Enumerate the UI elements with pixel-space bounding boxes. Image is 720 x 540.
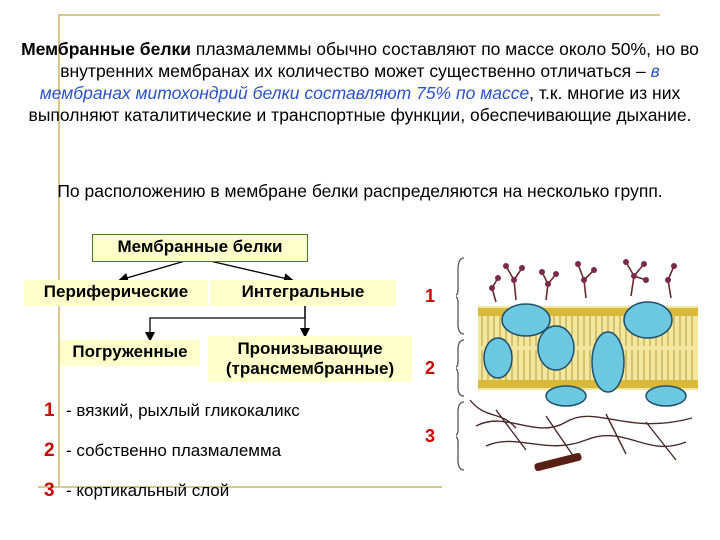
groups-paragraph: По расположению в мембране белки распред… xyxy=(57,181,663,201)
legend-text-2: - собственно плазмалемма xyxy=(66,441,282,460)
glycocalyx-beads xyxy=(489,259,677,291)
legend-text-1: - вязкий, рыхлый гликокаликс xyxy=(66,401,300,420)
protein-1 xyxy=(501,303,551,337)
legend-number-1: 1 xyxy=(44,400,55,421)
intro-part-a: плазмалеммы обычно составляют по массе о… xyxy=(60,39,699,81)
membrane-proteins xyxy=(483,301,687,407)
scheme-piercing-line1: Пронизывающие xyxy=(237,339,383,358)
intro-bold: Мембранные белки xyxy=(21,39,191,59)
protein-3 xyxy=(591,331,625,393)
scheme-root-box: Мембранные белки xyxy=(92,234,308,262)
protein-7 xyxy=(645,385,687,407)
scheme-piercing-box: Пронизывающие (трансмембранные) xyxy=(208,336,412,382)
arrow-root-to-integral xyxy=(209,260,294,284)
arrow-root-to-peripheral xyxy=(118,260,186,283)
protein-4 xyxy=(623,301,673,339)
brace-2 xyxy=(456,339,465,397)
frame-top-line xyxy=(58,14,660,16)
scheme-peripheral-box: Периферические xyxy=(24,280,208,306)
membrane-illustration xyxy=(456,257,698,472)
figure-number-1: 1 xyxy=(425,286,436,306)
arrow-integral-to-submerged xyxy=(145,306,306,342)
cortical-filaments xyxy=(469,399,693,461)
brace-1 xyxy=(456,257,465,335)
legend-text-3: - кортикальный слой xyxy=(66,481,230,500)
legend-number-2: 2 xyxy=(44,440,55,461)
frame-left-line xyxy=(58,14,60,488)
scheme-submerged-box: Погруженные xyxy=(60,340,200,366)
intro-paragraph: Мембранные белки плазмалеммы обычно сост… xyxy=(20,38,700,126)
cortical-rod xyxy=(534,452,582,472)
protein-2 xyxy=(537,325,575,371)
brace-3 xyxy=(456,401,465,471)
scheme-piercing-line2: (трансмембранные) xyxy=(225,359,395,378)
intro-part-b: , т.к. многие из них выполняют каталитич… xyxy=(28,83,692,125)
scheme-integral-box: Интегральные xyxy=(210,280,396,306)
intro-highlight: в мембранах митохондрий белки составляют… xyxy=(39,61,660,103)
figure-number-3: 3 xyxy=(425,426,436,446)
protein-5 xyxy=(483,337,513,379)
figure-number-2: 2 xyxy=(425,358,436,378)
frame-bottom-line xyxy=(38,486,442,488)
legend-number-3: 3 xyxy=(44,480,55,501)
protein-6 xyxy=(545,385,587,407)
